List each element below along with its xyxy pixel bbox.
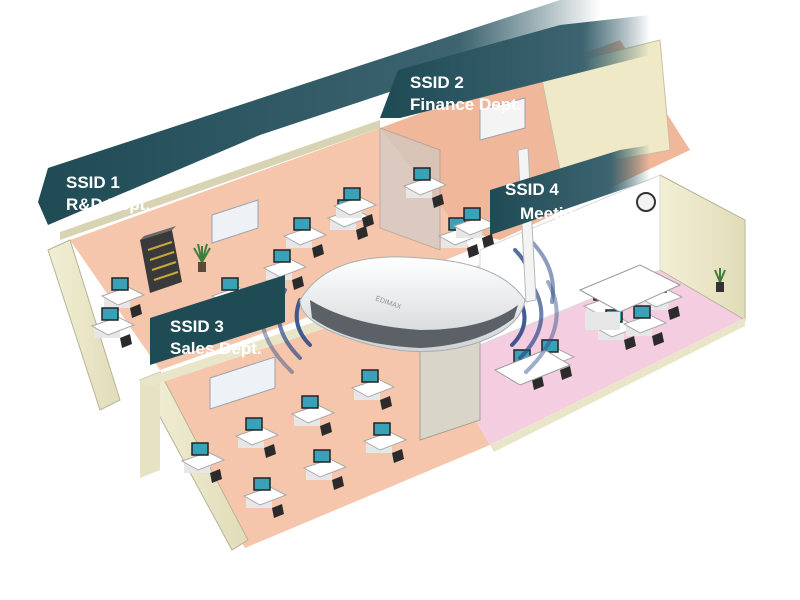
monitor-icon	[463, 207, 481, 221]
chair-icon	[482, 234, 494, 248]
workstation	[362, 422, 408, 463]
meeting-table	[585, 312, 620, 330]
monitor-icon	[253, 477, 271, 491]
monitor-icon	[301, 395, 319, 409]
walls	[47, 39, 746, 551]
wall-left-rd	[47, 239, 121, 411]
chair-icon	[432, 194, 444, 208]
monitor-icon	[191, 442, 209, 456]
chair-icon	[332, 476, 344, 490]
floor-rd-dept	[70, 128, 470, 370]
ssid-banner-3: SSID 3 Sales Dept.	[150, 275, 285, 365]
workstation	[350, 369, 396, 410]
chair-icon	[560, 366, 572, 380]
workstation	[242, 477, 288, 518]
workstation	[290, 395, 336, 436]
workstation	[302, 449, 348, 490]
chair-icon	[272, 504, 284, 518]
workstation	[262, 249, 308, 290]
wall-sales-side	[140, 372, 160, 478]
monitor-icon	[245, 417, 263, 431]
workstation	[234, 417, 280, 458]
ssid-1-title: SSID 1	[66, 173, 120, 192]
whiteboard-rd	[211, 199, 259, 244]
monitor-icon	[111, 277, 129, 291]
chair-icon	[210, 469, 222, 483]
ssid-banner-2: SSID 2 Finance Dept.	[380, 15, 650, 118]
whiteboard-sales	[209, 356, 276, 410]
ssid-3-title: SSID 3	[170, 317, 224, 336]
ssid-banner-4: SSID 4 Meeting Room	[490, 145, 650, 235]
chair-icon	[652, 332, 664, 346]
monitor-icon	[633, 305, 651, 319]
server-rack	[140, 226, 182, 293]
chair-icon	[312, 244, 324, 258]
monitor-icon	[361, 369, 379, 383]
chair-icon	[264, 444, 276, 458]
ssid-3-dept: Sales Dept.	[170, 339, 262, 358]
wall-meeting-front	[490, 318, 745, 452]
monitor-icon	[293, 217, 311, 231]
chair-icon	[624, 336, 636, 350]
meeting-tables	[493, 264, 682, 386]
chair-icon	[120, 334, 132, 348]
chair-icon	[392, 449, 404, 463]
whiteboard-finance	[479, 97, 526, 141]
chair-icon	[668, 306, 680, 320]
workstation	[332, 187, 378, 228]
plant-meeting	[714, 268, 726, 292]
monitor-icon	[273, 249, 291, 263]
meeting-table	[578, 264, 682, 313]
router-front	[310, 300, 518, 348]
chair-icon	[467, 244, 479, 258]
decor	[140, 97, 726, 410]
chair-icon	[292, 276, 304, 290]
ssid-2-title: SSID 2	[410, 73, 464, 92]
ssid-4-dept: Meeting Room	[520, 204, 637, 223]
chair-icon	[356, 226, 368, 240]
workstation	[180, 442, 226, 483]
monitor-icon	[541, 339, 559, 353]
monitor-icon	[413, 167, 431, 181]
workstation	[402, 167, 448, 208]
monitor-icon	[343, 187, 361, 201]
workstation	[90, 307, 136, 348]
clock-icon	[636, 192, 656, 212]
chair-icon	[130, 304, 142, 318]
workstation	[622, 305, 668, 346]
wall-back	[60, 120, 380, 240]
chair-icon	[362, 214, 374, 228]
ssid-4-title: SSID 4	[505, 180, 559, 199]
chair-icon	[320, 422, 332, 436]
monitor-icon	[101, 307, 119, 321]
monitor-icon	[313, 449, 331, 463]
ssid-2-dept: Finance Dept.	[410, 95, 521, 114]
ssid-1-dept: R&D Dept.	[66, 195, 150, 214]
monitor-icon	[373, 422, 391, 436]
plant-rd	[193, 243, 211, 272]
workstation	[282, 217, 328, 258]
monitor-icon	[221, 277, 239, 291]
meeting-table	[493, 349, 572, 386]
chair-icon	[380, 396, 392, 410]
workstation	[100, 277, 146, 318]
